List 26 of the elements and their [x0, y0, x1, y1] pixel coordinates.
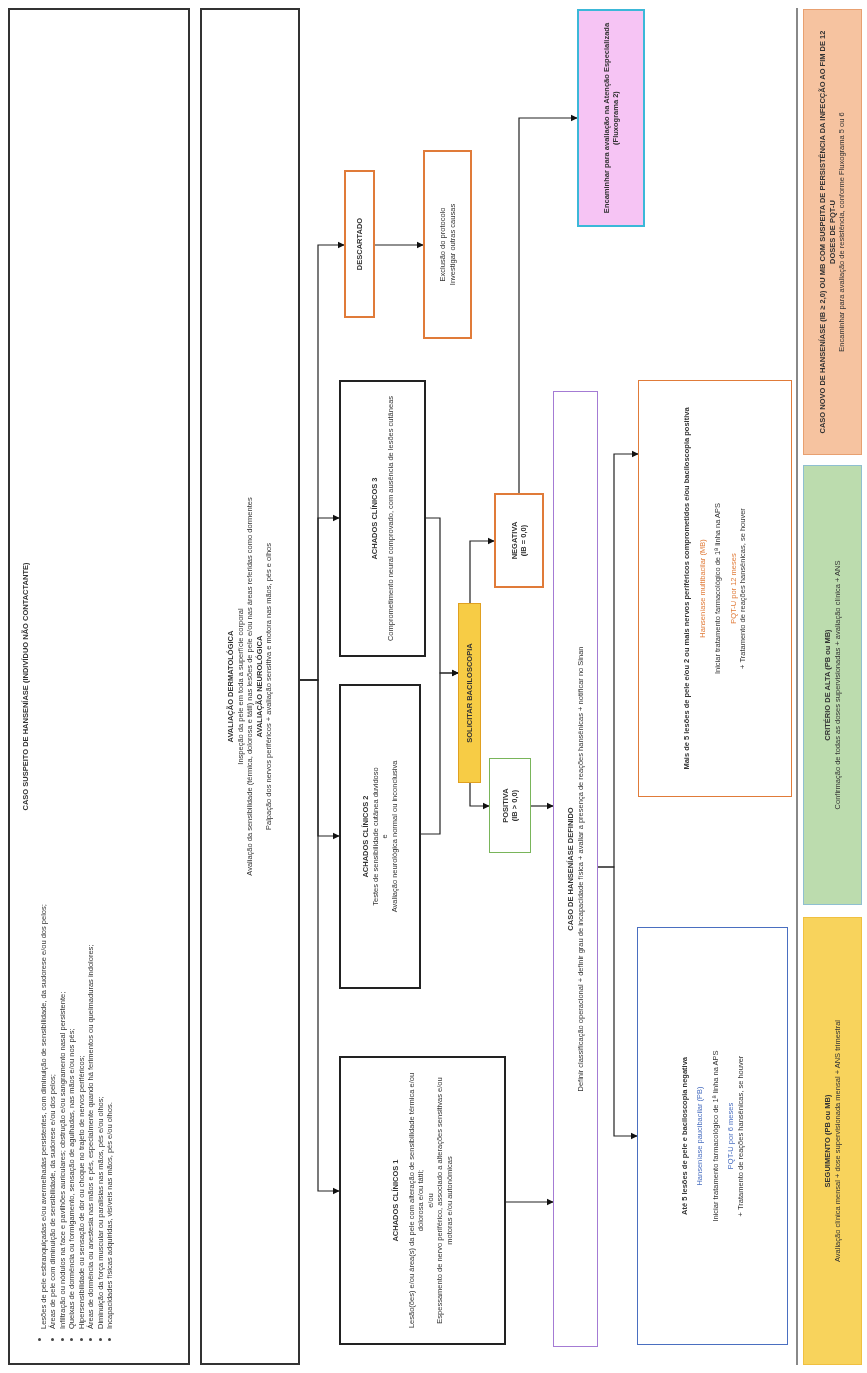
arrow [374, 241, 424, 249]
process-box [803, 465, 862, 905]
arrow [530, 802, 554, 810]
process-box [803, 917, 862, 1365]
process-box [8, 8, 190, 1365]
process-box [339, 1056, 506, 1345]
arrow [469, 537, 495, 604]
arrow [299, 241, 345, 681]
arrow [597, 450, 639, 868]
process-box [458, 603, 481, 783]
process-box [200, 8, 300, 1365]
arrow [425, 517, 459, 677]
process-box [577, 9, 645, 227]
process-box [339, 380, 426, 657]
process-box [637, 927, 788, 1345]
process-box [339, 684, 421, 989]
process-box [638, 380, 792, 797]
arrow [505, 1198, 554, 1206]
arrow [469, 782, 490, 810]
process-box [423, 150, 472, 339]
process-box [553, 391, 598, 1347]
process-box [494, 493, 544, 588]
process-box [803, 9, 862, 455]
process-box [489, 758, 531, 853]
arrow [518, 114, 578, 494]
process-box [344, 170, 375, 318]
